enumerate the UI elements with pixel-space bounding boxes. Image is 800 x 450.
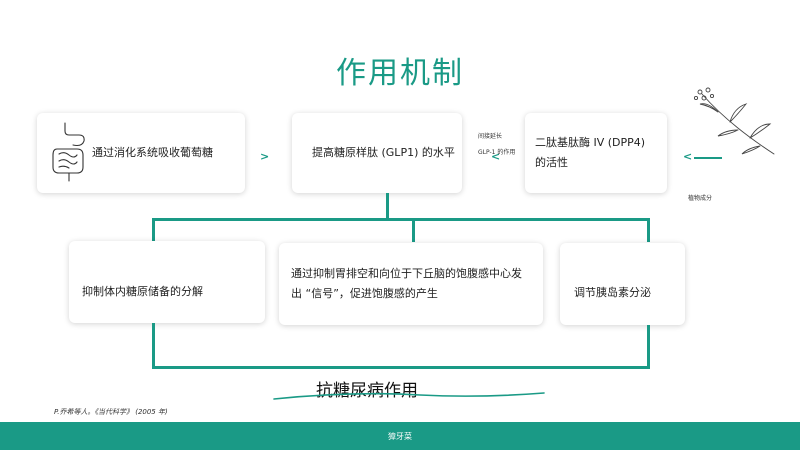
connector-trunk <box>386 193 389 220</box>
connector-left <box>152 218 155 242</box>
plant-sprig-icon <box>688 84 788 164</box>
card-stomach: 通过抑制胃排空和向位于下丘脑的饱腹感中心发出 “信号”，促进饱腹感的产生 <box>279 243 543 325</box>
footer-bar: 獐牙菜 <box>0 422 800 450</box>
connector-bus <box>152 218 650 221</box>
connector-right <box>647 218 650 242</box>
card-inhibit: 抑制体内糖原储备的分解 <box>69 241 265 323</box>
footer-label: 獐牙菜 <box>388 431 412 442</box>
digestive-system-icon <box>47 121 89 183</box>
connector-center <box>412 218 415 242</box>
bracket-right <box>647 325 650 368</box>
underline-swoosh <box>270 389 550 403</box>
note-extend-2: GLP-1 的作用 <box>478 147 515 156</box>
card-glp1-text: 提高糖原样肽 (GLP1) 的水平 <box>312 143 455 163</box>
card-dpp4: 二肽基肽酶 IV (DPP4) 的活性 <box>525 113 667 193</box>
note-extend-1: 间接延长 <box>478 131 502 140</box>
card-insulin: 调节胰岛素分泌 <box>560 243 685 325</box>
card-glp1: 提高糖原样肽 (GLP1) 的水平 <box>292 113 462 193</box>
bracket-base <box>152 366 650 369</box>
card-stomach-text: 通过抑制胃排空和向位于下丘脑的饱腹感中心发出 “信号”，促进饱腹感的产生 <box>291 264 531 304</box>
bracket-left <box>152 323 155 368</box>
note-plant: 植物成分 <box>688 193 712 202</box>
card-dpp4-text: 二肽基肽酶 IV (DPP4) 的活性 <box>535 133 657 173</box>
reference-text: P.乔希等人。《当代科学》 (2005 年) <box>54 407 168 417</box>
card-inhibit-text: 抑制体内糖原储备的分解 <box>82 282 203 302</box>
card-insulin-text: 调节胰岛素分泌 <box>574 283 651 303</box>
card-digestion-text: 通过消化系统吸收葡萄糖 <box>92 143 213 163</box>
page-title: 作用机制 <box>0 48 800 92</box>
card-digestion: 通过消化系统吸收葡萄糖 <box>37 113 245 193</box>
chevron-right-icon: > <box>260 150 269 163</box>
